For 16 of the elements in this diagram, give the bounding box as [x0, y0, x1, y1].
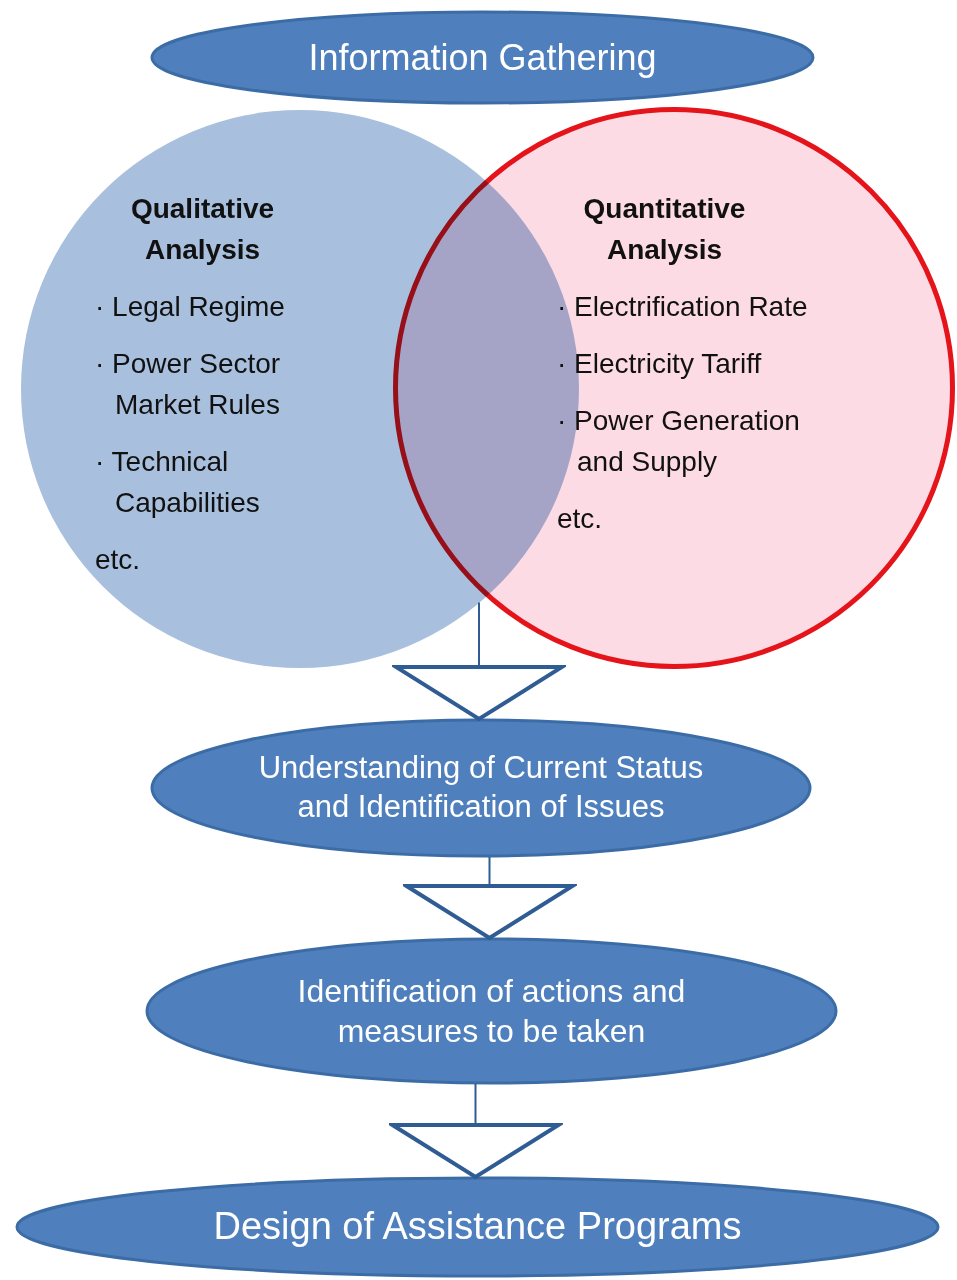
analysis-heading: Qualitative Analysis [129, 192, 276, 267]
bullet-item: · Legal Regime [95, 290, 286, 324]
triangle-arrow [390, 1082, 561, 1179]
step-text: Identification of actions and measures to be taken [296, 972, 687, 1051]
bullet-item: · Power Generation and Supply [557, 404, 801, 479]
bullet-item: · Electrification Rate [557, 290, 809, 324]
step-text: Understanding of Current Status and Identification of Issues [257, 749, 705, 826]
step-text: Information Gathering [308, 36, 657, 80]
bullet-item: · Electricity Tariff [557, 347, 763, 381]
step-text: Design of Assistance Programs [213, 1204, 742, 1250]
bullet-item: · Technical Capabilities [95, 445, 261, 520]
etc-text: etc. [557, 502, 604, 536]
etc-text: etc. [95, 543, 142, 577]
analysis-heading: Quantitative Analysis [582, 192, 747, 267]
bullet-item: · Power Sector Market Rules [95, 347, 282, 422]
triangle-arrow [404, 856, 575, 940]
